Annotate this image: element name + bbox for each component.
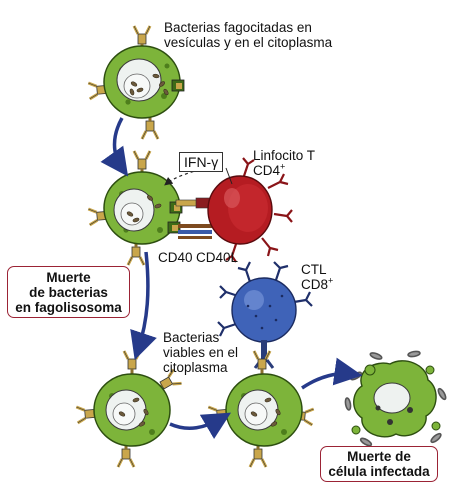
macrophage-4 xyxy=(206,349,316,469)
label-ctl: CTL CD8+ xyxy=(301,262,333,292)
death-line-2: célula infectada xyxy=(328,464,430,479)
label-t-cell-line-1: Linfocito T xyxy=(253,148,316,163)
label-phagocytosed-line-1: Bacterias fagocitadas en xyxy=(164,20,312,35)
label-cd4-sup: + xyxy=(280,161,286,172)
label-phagocytosed-line-2: vesículas y en el citoplasma xyxy=(164,35,333,50)
macrophage-3 xyxy=(74,349,184,469)
ifn-gamma-label: IFN-γ xyxy=(179,152,224,172)
ifn-connector xyxy=(225,167,233,185)
label-ctl-line-2: CD8+ xyxy=(301,275,334,292)
label-cd40l: CD40L xyxy=(196,250,239,265)
arrow-step-4 xyxy=(301,357,363,390)
macrophage-1 xyxy=(86,24,185,141)
label-viable-line-1: Bacterias xyxy=(163,330,220,345)
label-cd4-t-cell: Linfocito T CD4+ xyxy=(253,148,315,178)
ctl-cell xyxy=(217,261,313,369)
arrow-step-1 xyxy=(100,117,129,177)
arrow-step-3 xyxy=(169,412,232,439)
death-line-1: Muerte de xyxy=(347,449,411,464)
arrow-step-2 xyxy=(130,251,157,360)
cd40-cd40l-binding xyxy=(175,197,212,239)
killing-phagolysosome-box: Muerte de bacterias en fagolisosoma xyxy=(7,266,130,318)
macrophage-2 xyxy=(86,149,183,267)
label-viable-line-3: citoplasma xyxy=(163,360,228,375)
label-viable-bacteria: Bacterias viables en el citoplasma xyxy=(163,330,238,375)
label-cd8-sup: + xyxy=(328,275,334,286)
cd4-t-cell xyxy=(207,157,293,263)
label-t-cell-line-2: CD4+ xyxy=(253,161,315,178)
killing-line-1: Muerte xyxy=(46,269,91,285)
killing-line-2: de bacterias xyxy=(29,284,108,300)
label-cd4: CD4 xyxy=(253,163,281,178)
dying-infected-cell xyxy=(344,350,447,447)
killing-line-3: en fagolisosoma xyxy=(15,299,122,315)
infected-cell-death-box: Muerte de célula infectada xyxy=(320,446,438,482)
label-cd8: CD8 xyxy=(301,277,329,292)
label-ctl-line-1: CTL xyxy=(301,262,327,277)
label-viable-line-2: viables en el xyxy=(163,345,239,360)
label-phagocytosed-bacteria: Bacterias fagocitadas en vesículas y en … xyxy=(164,20,332,50)
label-cd40: CD40 xyxy=(158,250,193,265)
